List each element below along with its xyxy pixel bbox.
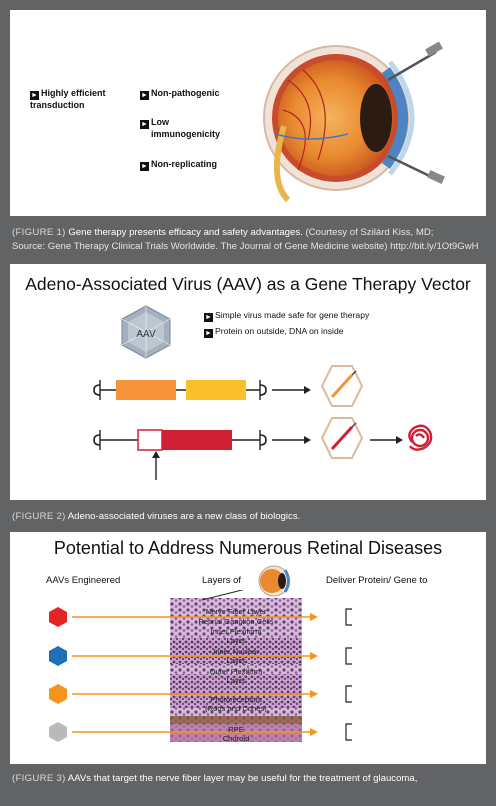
figure-2-caption: (FIGURE 2) Adeno-associated viruses are … — [12, 511, 301, 522]
virus-row-gray — [49, 722, 352, 742]
figure-1-panel: ►Highly efficient transduction ►Non-path… — [10, 10, 486, 216]
figure-2-title: Adeno-Associated Virus (AAV) as a Gene T… — [25, 274, 471, 294]
column-header-aavs: AAVs Engineered — [46, 575, 121, 586]
layer-label: Nerve Fiber Layer — [205, 607, 267, 616]
bullet-low-immunogenicity: ►Low immunogenicity — [140, 117, 221, 139]
figure-3-caption: (FIGURE 3) AAVs that target the nerve fi… — [12, 773, 418, 784]
svg-text:AAV: AAV — [136, 329, 156, 340]
bullet-non-replicating: ►Non-replicating — [140, 159, 218, 171]
aav-genome-diagram — [93, 365, 433, 480]
layer-label: Choroid — [222, 734, 250, 743]
bullet-protein-dna: ►Protein on outside, DNA on inside — [204, 326, 344, 338]
aav-capsid-icon: AAV — [121, 305, 171, 359]
figure-1-caption: (FIGURE 1) Gene therapy presents efficac… — [12, 227, 479, 252]
arrow-bullet-icon: ► — [204, 329, 213, 338]
figure-3-panel: Potential to Address Numerous Retinal Di… — [10, 532, 486, 764]
arrow-bullet-icon: ► — [140, 162, 149, 171]
layer-label: RPE — [228, 725, 244, 734]
bullet-non-pathogenic: ►Non-pathogenic — [140, 88, 220, 100]
arrow-bullet-icon: ► — [30, 91, 39, 100]
layer-label: Photoreceptors(Rods and Cones) — [205, 695, 267, 713]
eye-cross-section-illustration — [263, 41, 445, 203]
layer-label: Retinal Ganglion Cells — [198, 617, 274, 626]
arrow-bullet-icon: ► — [140, 120, 149, 129]
retinal-layers-diagram — [49, 590, 352, 742]
figure-2-panel: Adeno-Associated Virus (AAV) as a Gene T… — [10, 264, 486, 500]
column-header-deliver: Deliver Protein/ Gene to — [326, 575, 428, 586]
arrow-bullet-icon: ► — [204, 313, 213, 322]
bullet-transduction: ►Highly efficient transduction — [30, 88, 106, 110]
virus-row-blue — [49, 646, 352, 666]
folded-protein-icon — [408, 424, 433, 451]
arrow-bullet-icon: ► — [140, 91, 149, 100]
virus-row-red — [49, 607, 352, 627]
figure-3-title: Potential to Address Numerous Retinal Di… — [53, 538, 443, 558]
eye-thumbnail-icon — [258, 565, 290, 597]
virus-row-orange — [49, 684, 352, 704]
bullet-simple-virus: ►Simple virus made safe for gene therapy — [204, 310, 370, 322]
column-header-layers: Layers of — [202, 575, 242, 586]
